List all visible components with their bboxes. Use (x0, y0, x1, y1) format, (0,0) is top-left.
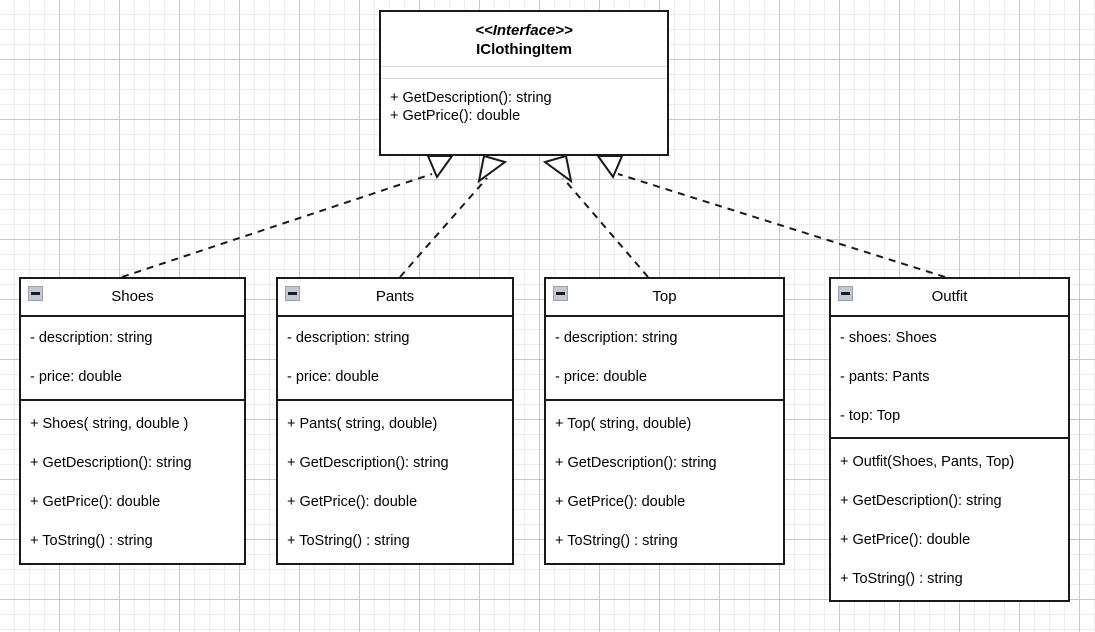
class-header-top: Top (546, 279, 783, 315)
class-method: + Outfit(Shoes, Pants, Top) (840, 454, 1015, 470)
interface-stereotype: <<Interface>> (475, 22, 573, 39)
methods-compartment-shoes: + Shoes( string, double ) + GetDescripti… (21, 399, 244, 563)
class-name-outfit: Outfit (931, 288, 968, 305)
class-attribute: - price: double (30, 369, 122, 385)
class-method: + GetPrice(): double (555, 494, 686, 510)
interface-box-iclothingitem[interactable]: <<Interface>> IClothingItem + GetDescrip… (379, 10, 669, 156)
methods-compartment-pants: + Pants( string, double) + GetDescriptio… (278, 399, 512, 563)
class-header-shoes: Shoes (21, 279, 244, 315)
class-attribute: - price: double (555, 369, 647, 385)
hollow-triangle-arrowhead (542, 154, 573, 184)
class-method: + GetDescription(): string (555, 455, 717, 471)
interface-method: + GetDescription(): string (390, 90, 552, 106)
class-method: + GetDescription(): string (287, 455, 449, 471)
class-method: + GetPrice(): double (840, 532, 971, 548)
attributes-compartment-shoes: - description: string - price: double (21, 315, 244, 399)
minus-icon[interactable] (285, 286, 300, 301)
methods-compartment-top: + Top( string, double) + GetDescription(… (546, 399, 783, 563)
realization-line (399, 177, 488, 278)
class-attribute: - shoes: Shoes (840, 330, 937, 346)
class-name-top: Top (652, 288, 677, 305)
class-box-pants[interactable]: Pants - description: string - price: dou… (276, 277, 514, 565)
class-attribute: - description: string (287, 330, 410, 346)
methods-compartment-outfit: + Outfit(Shoes, Pants, Top) + GetDescrip… (831, 437, 1068, 600)
attributes-compartment-top: - description: string - price: double (546, 315, 783, 399)
class-attribute: - pants: Pants (840, 369, 930, 385)
class-attribute: - price: double (287, 369, 379, 385)
minus-icon[interactable] (553, 286, 568, 301)
class-method: + GetDescription(): string (30, 455, 192, 471)
minus-icon[interactable] (838, 286, 853, 301)
hollow-triangle-arrowhead (477, 154, 508, 184)
class-method: + Shoes( string, double ) (30, 416, 189, 432)
interface-methods-compartment: + GetDescription(): string + GetPrice():… (381, 78, 667, 152)
hollow-triangle-arrowhead (596, 155, 624, 180)
minus-icon[interactable] (28, 286, 43, 301)
interface-name: IClothingItem (476, 41, 572, 58)
class-method: + ToString() : string (30, 533, 153, 549)
class-header-outfit: Outfit (831, 279, 1068, 315)
realization-outfit-to-iclothingitem (596, 155, 946, 278)
realization-line (562, 177, 649, 278)
realization-line (121, 173, 433, 278)
interface-attributes-compartment (381, 66, 667, 78)
class-method: + ToString() : string (287, 533, 410, 549)
interface-header: <<Interface>> IClothingItem (381, 12, 667, 66)
realization-top-to-iclothingitem (542, 154, 649, 278)
class-attribute: - description: string (555, 330, 678, 346)
class-box-shoes[interactable]: Shoes - description: string - price: dou… (19, 277, 246, 565)
class-method: + GetDescription(): string (840, 493, 1002, 509)
class-name-shoes: Shoes (111, 288, 154, 305)
class-method: + Pants( string, double) (287, 416, 438, 432)
interface-method: + GetPrice(): double (390, 108, 521, 124)
class-name-pants: Pants (375, 288, 415, 305)
hollow-triangle-arrowhead (426, 155, 454, 180)
attributes-compartment-pants: - description: string - price: double (278, 315, 512, 399)
class-method: + Top( string, double) (555, 416, 692, 432)
class-attribute: - description: string (30, 330, 153, 346)
class-method: + GetPrice(): double (287, 494, 418, 510)
realization-line (617, 173, 946, 278)
class-box-outfit[interactable]: Outfit - shoes: Shoes - pants: Pants - t… (829, 277, 1070, 602)
class-header-pants: Pants (278, 279, 512, 315)
realization-pants-to-iclothingitem (399, 154, 508, 278)
class-box-top[interactable]: Top - description: string - price: doubl… (544, 277, 785, 565)
class-method: + ToString() : string (555, 533, 678, 549)
attributes-compartment-outfit: - shoes: Shoes - pants: Pants - top: Top (831, 315, 1068, 437)
realization-shoes-to-iclothingitem (121, 155, 454, 278)
class-method: + ToString() : string (840, 571, 963, 587)
class-attribute: - top: Top (840, 408, 901, 424)
class-method: + GetPrice(): double (30, 494, 161, 510)
